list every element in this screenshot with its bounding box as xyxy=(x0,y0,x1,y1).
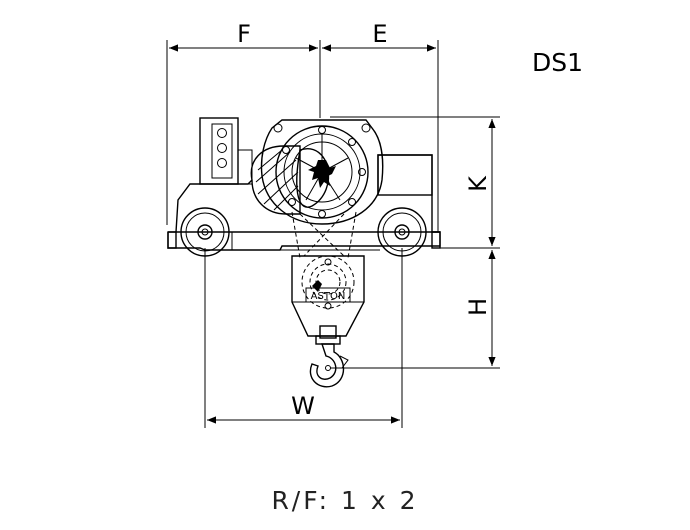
reeving-ratio-label: R/F: 1 x 2 xyxy=(271,486,419,515)
model-label: DS1 xyxy=(532,48,584,77)
dimension-h: H xyxy=(330,250,500,369)
button-icon xyxy=(217,158,227,168)
brand-label: ASTON xyxy=(311,291,346,302)
hook-block: ASTON xyxy=(291,255,365,345)
crane-hook xyxy=(309,343,349,388)
button-icon xyxy=(217,143,227,153)
hoist-ropes xyxy=(291,211,357,259)
wheel-right xyxy=(377,207,427,257)
dimension-f: F xyxy=(166,20,321,225)
dimension-w: W xyxy=(204,248,403,428)
dimension-k: K xyxy=(330,116,500,249)
control-box xyxy=(199,117,253,185)
button-icon xyxy=(217,128,227,138)
dimension-w-label: W xyxy=(291,392,315,420)
dimension-f-label: F xyxy=(237,20,251,48)
brand-emblem-icon xyxy=(308,160,336,188)
brand-mark-icon xyxy=(312,280,322,292)
dimension-k-label: K xyxy=(464,175,492,192)
dimension-e: E xyxy=(322,20,439,232)
dimension-h-label: H xyxy=(464,298,492,316)
dimension-e-label: E xyxy=(372,20,387,48)
wheel-left xyxy=(180,207,230,257)
rope-drum xyxy=(260,119,384,225)
motor-housing xyxy=(250,145,330,215)
trolley-frame xyxy=(167,154,441,251)
